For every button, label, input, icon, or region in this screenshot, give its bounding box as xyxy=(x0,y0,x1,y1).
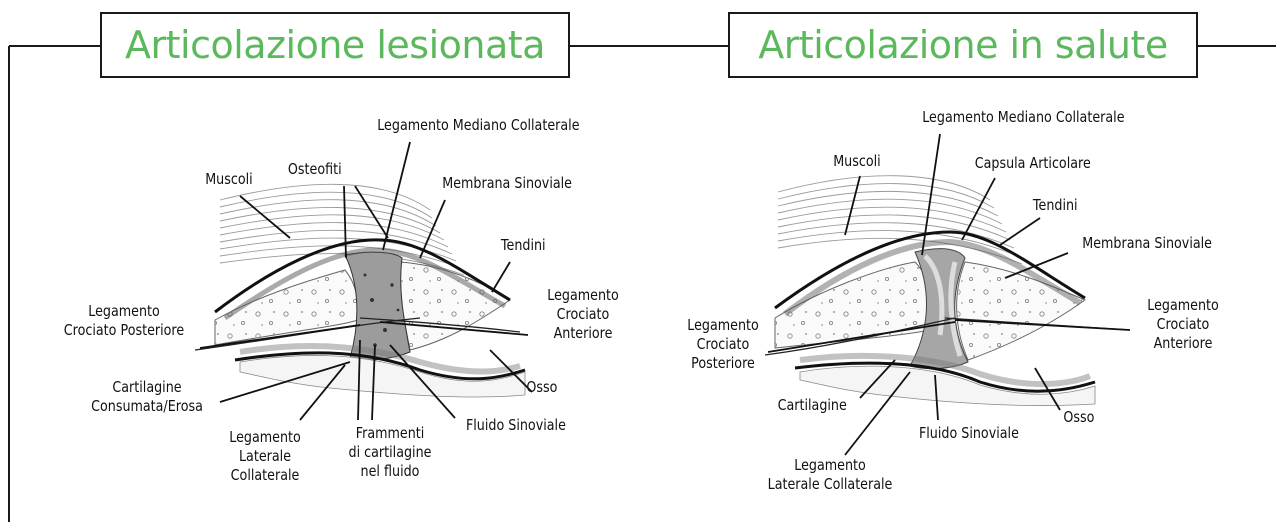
label-line: Crociato xyxy=(678,335,768,354)
label-osteofiti: Osteofiti xyxy=(288,160,342,179)
label-line: Legamento xyxy=(34,302,214,321)
label-line: Legamento xyxy=(522,286,645,305)
label-line: Legamento xyxy=(1130,296,1237,315)
label-tendini-healthy: Tendini xyxy=(1033,196,1078,215)
label-legamento-mediano-healthy: Legamento Mediano Collaterale xyxy=(922,108,1124,127)
label-line: Anteriore xyxy=(522,324,645,343)
label-line: Legamento xyxy=(678,316,768,335)
title-box-damaged: Articolazione lesionata xyxy=(100,12,570,78)
label-line: Consumata/Erosa xyxy=(77,397,216,416)
label-line: Laterale Collaterale xyxy=(756,475,904,494)
label-legamento-mediano: Legamento Mediano Collaterale xyxy=(377,116,579,135)
label-fluido-sinoviale: Fluido Sinoviale xyxy=(466,416,566,435)
label-line: Collaterale xyxy=(220,466,310,485)
label-line: Legamento xyxy=(756,456,904,475)
label-line: Posteriore xyxy=(678,354,768,373)
label-line: Frammenti xyxy=(337,424,444,443)
label-line: nel fluido xyxy=(337,462,444,481)
label-osso-healthy: Osso xyxy=(1063,408,1094,427)
label-line: Crociato xyxy=(1130,315,1237,334)
label-muscoli-healthy: Muscoli xyxy=(833,152,880,171)
label-line: Legamento xyxy=(220,428,310,447)
label-cartilagine-healthy: Cartilagine xyxy=(778,396,847,415)
label-frammenti: Frammenti di cartilagine nel fluido xyxy=(337,424,444,481)
label-membrana-sinoviale-healthy: Membrana Sinoviale xyxy=(1082,234,1212,253)
label-cartilagine-consumata: Cartilagine Consumata/Erosa xyxy=(77,378,216,416)
label-membrana-sinoviale: Membrana Sinoviale xyxy=(442,174,572,193)
label-line: Anteriore xyxy=(1130,334,1237,353)
label-capsula-articolare: Capsula Articolare xyxy=(975,154,1091,173)
title-box-healthy: Articolazione in salute xyxy=(728,12,1198,78)
label-crociato-anteriore: Legamento Crociato Anteriore xyxy=(522,286,645,343)
label-fluido-sinoviale-healthy: Fluido Sinoviale xyxy=(919,424,1019,443)
label-legamento-laterale: Legamento Laterale Collaterale xyxy=(220,428,310,485)
label-line: Cartilagine xyxy=(77,378,216,397)
label-crociato-posteriore: Legamento Crociato Posteriore xyxy=(34,302,214,340)
label-osso: Osso xyxy=(526,378,557,397)
label-crociato-anteriore-healthy: Legamento Crociato Anteriore xyxy=(1130,296,1237,353)
label-tendini: Tendini xyxy=(501,236,546,255)
label-line: Crociato xyxy=(522,305,645,324)
label-line: Laterale xyxy=(220,447,310,466)
label-line: di cartilagine xyxy=(337,443,444,462)
title-damaged-joint: Articolazione lesionata xyxy=(125,23,545,67)
label-muscoli: Muscoli xyxy=(205,170,252,189)
title-healthy-joint: Articolazione in salute xyxy=(758,23,1168,67)
label-crociato-posteriore-healthy: Legamento Crociato Posteriore xyxy=(678,316,768,373)
label-line: Crociato Posteriore xyxy=(34,321,214,340)
label-legamento-laterale-healthy: Legamento Laterale Collaterale xyxy=(756,456,904,494)
